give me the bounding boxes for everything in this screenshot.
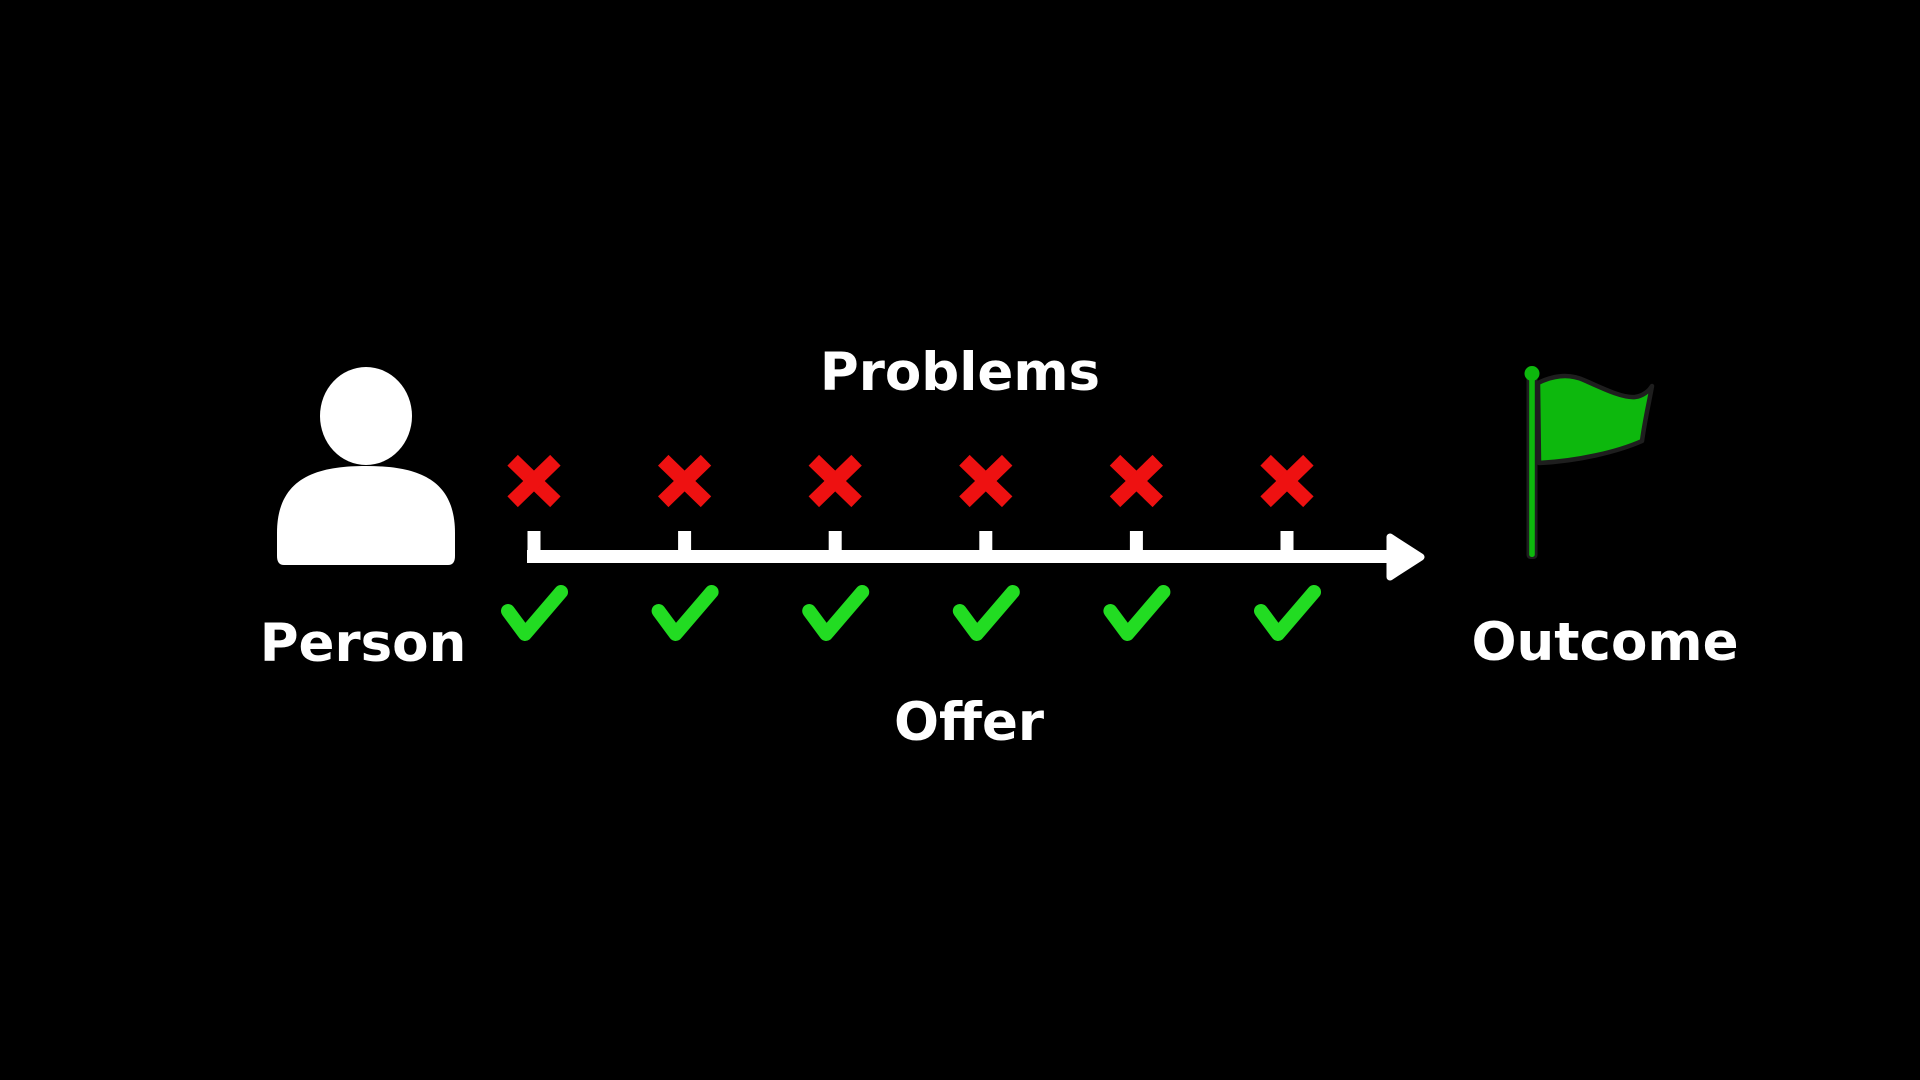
check-mark-icon	[802, 585, 870, 641]
problem-marks-row	[507, 454, 1314, 508]
check-mark-icon	[1254, 585, 1321, 641]
x-mark-icon	[959, 454, 1013, 508]
flag-banner	[1535, 373, 1655, 466]
check-mark-icon	[501, 585, 568, 641]
person-head	[320, 367, 412, 465]
timeline-shaft	[527, 550, 1392, 563]
flag-pole-knob	[1524, 366, 1540, 381]
flag-pole	[1529, 369, 1535, 557]
offer-marks-row	[501, 585, 1321, 641]
timeline-ticks	[527, 531, 1294, 563]
x-mark-icon	[1109, 454, 1164, 508]
timeline-tick	[678, 531, 692, 563]
timeline-tick	[979, 531, 993, 563]
timeline-arrowhead	[1386, 533, 1425, 581]
timeline-tick	[1280, 531, 1294, 563]
x-mark-icon	[657, 454, 712, 508]
flag-icon	[1524, 366, 1655, 559]
problems-label: Problems	[820, 342, 1100, 403]
check-mark-icon	[952, 585, 1020, 641]
timeline-arrow-icon	[527, 531, 1425, 581]
x-mark-icon	[1260, 454, 1314, 508]
check-mark-icon	[651, 585, 719, 641]
person-body	[277, 466, 455, 565]
check-mark-icon	[1103, 585, 1171, 641]
timeline-tick	[1129, 531, 1143, 563]
offer-label: Offer	[894, 692, 1044, 753]
person-label: Person	[260, 613, 467, 674]
x-mark-icon	[507, 454, 561, 508]
timeline-tick	[527, 531, 541, 563]
x-mark-icon	[808, 454, 862, 508]
outcome-label: Outcome	[1471, 612, 1738, 673]
person-icon	[277, 367, 455, 565]
timeline-tick	[828, 531, 842, 563]
